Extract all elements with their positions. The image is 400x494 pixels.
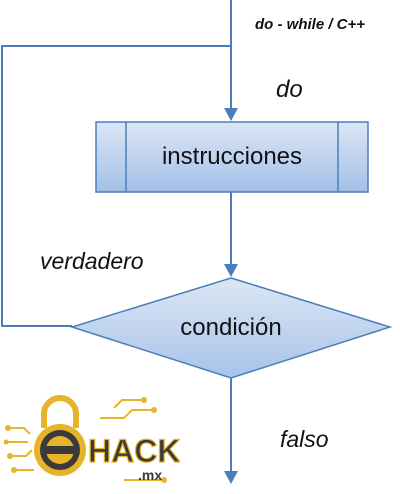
process-label: instrucciones [161,143,303,170]
do-label: do [276,76,303,103]
diagram-title: do - while / C++ [255,16,366,33]
entry-arrowhead [224,108,238,121]
condition-arrowhead [224,264,238,277]
loop-back-line [1,45,231,327]
condition-label: condición [180,314,282,341]
true-branch-label: verdadero [40,248,144,274]
svg-text:HACK: HACK [88,433,180,469]
process-box [95,121,369,193]
ehack-logo: HACK .mx [4,395,180,483]
svg-text:.mx: .mx [138,467,162,483]
exit-arrowhead [224,471,238,484]
false-branch-label: falso [280,426,329,452]
